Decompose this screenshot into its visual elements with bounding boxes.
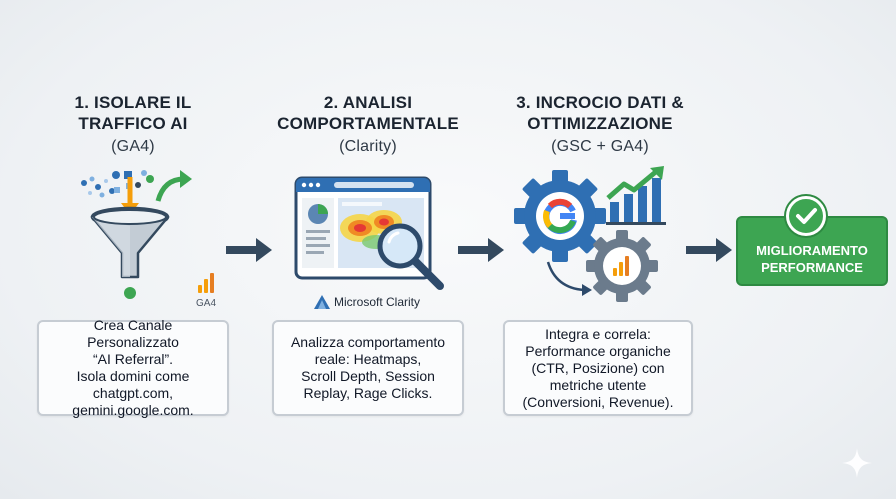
- step-2-description-line: Replay, Rage Clicks.: [303, 385, 433, 401]
- check-badge: [786, 196, 826, 236]
- step-3-description-line: (CTR, Posizione) con: [531, 359, 665, 376]
- step-2-description-line: Analizza comportamento: [290, 334, 446, 350]
- arrow-right-icon: [458, 238, 504, 262]
- check-icon: [796, 208, 817, 224]
- step-2-description-line: Scroll Depth, Session: [301, 368, 435, 384]
- step-2-description-box: Analizza comportamento reale: Heatmaps, …: [272, 320, 464, 416]
- step-3-description-box: Integra e correla: Performance organiche…: [503, 320, 693, 416]
- step-3-description-line: (Conversioni, Revenue).: [522, 393, 674, 410]
- step-1-subtitle: (GA4): [111, 138, 155, 155]
- clarity-logo-icon: [314, 295, 330, 309]
- step-3-subtitle: (GSC + GA4): [551, 138, 649, 155]
- step-3-description-line: metriche utente: [549, 376, 647, 393]
- microsoft-clarity-label: Microsoft Clarity: [314, 295, 420, 309]
- step-1-title: 1. ISOLARE IL TRAFFICO AI (GA4): [38, 92, 228, 157]
- sparkle-icon: [842, 448, 872, 478]
- result-line2: PERFORMANCE: [761, 260, 863, 275]
- step-1-description-line: gemini.google.com.: [72, 402, 194, 418]
- step-2-title-line1: 2. ANALISI: [323, 93, 413, 112]
- step-2-title-line2: COMPORTAMENTALE: [277, 114, 459, 133]
- arrow-right-icon: [226, 238, 272, 262]
- step-3-title: 3. INCROCIO DATI & OTTIMIZZAZIONE (GSC +…: [494, 92, 706, 157]
- step-2-description-line: reale: Heatmaps,: [314, 351, 422, 367]
- step-1-title-line1: 1. ISOLARE IL: [74, 93, 192, 112]
- step-3-description-line: Performance organiche: [525, 342, 671, 359]
- step-3-title-line1: 3. INCROCIO DATI &: [516, 93, 684, 112]
- arrow-right-icon: [686, 238, 732, 262]
- step-2-subtitle: (Clarity): [339, 138, 397, 155]
- step-1-title-line2: TRAFFICO AI: [78, 114, 188, 133]
- funnel-icon: [81, 170, 214, 299]
- ga4-label: GA4: [196, 298, 217, 309]
- magnifier-icon: [377, 223, 444, 290]
- step-1-description-line: “AI Referral”.: [92, 351, 174, 367]
- step-3-description-line: Integra e correla:: [545, 325, 651, 342]
- growth-chart-icon: [606, 166, 666, 225]
- step-2-title: 2. ANALISI COMPORTAMENTALE (Clarity): [262, 92, 474, 157]
- result-line1: MIGLIORAMENTO: [756, 243, 868, 258]
- clarity-label-text: Microsoft Clarity: [334, 295, 421, 309]
- step-1-description-box: Crea Canale Personalizzato “AI Referral”…: [37, 317, 229, 418]
- step-1-description-line: Isola domini come: [76, 368, 190, 384]
- step-3-title-line2: OTTIMIZZAZIONE: [527, 114, 673, 133]
- step-1-description-line: Crea Canale Personalizzato: [87, 317, 179, 350]
- step-1-description-line: chatgpt.com,: [92, 385, 174, 401]
- gears-icon: [514, 170, 658, 302]
